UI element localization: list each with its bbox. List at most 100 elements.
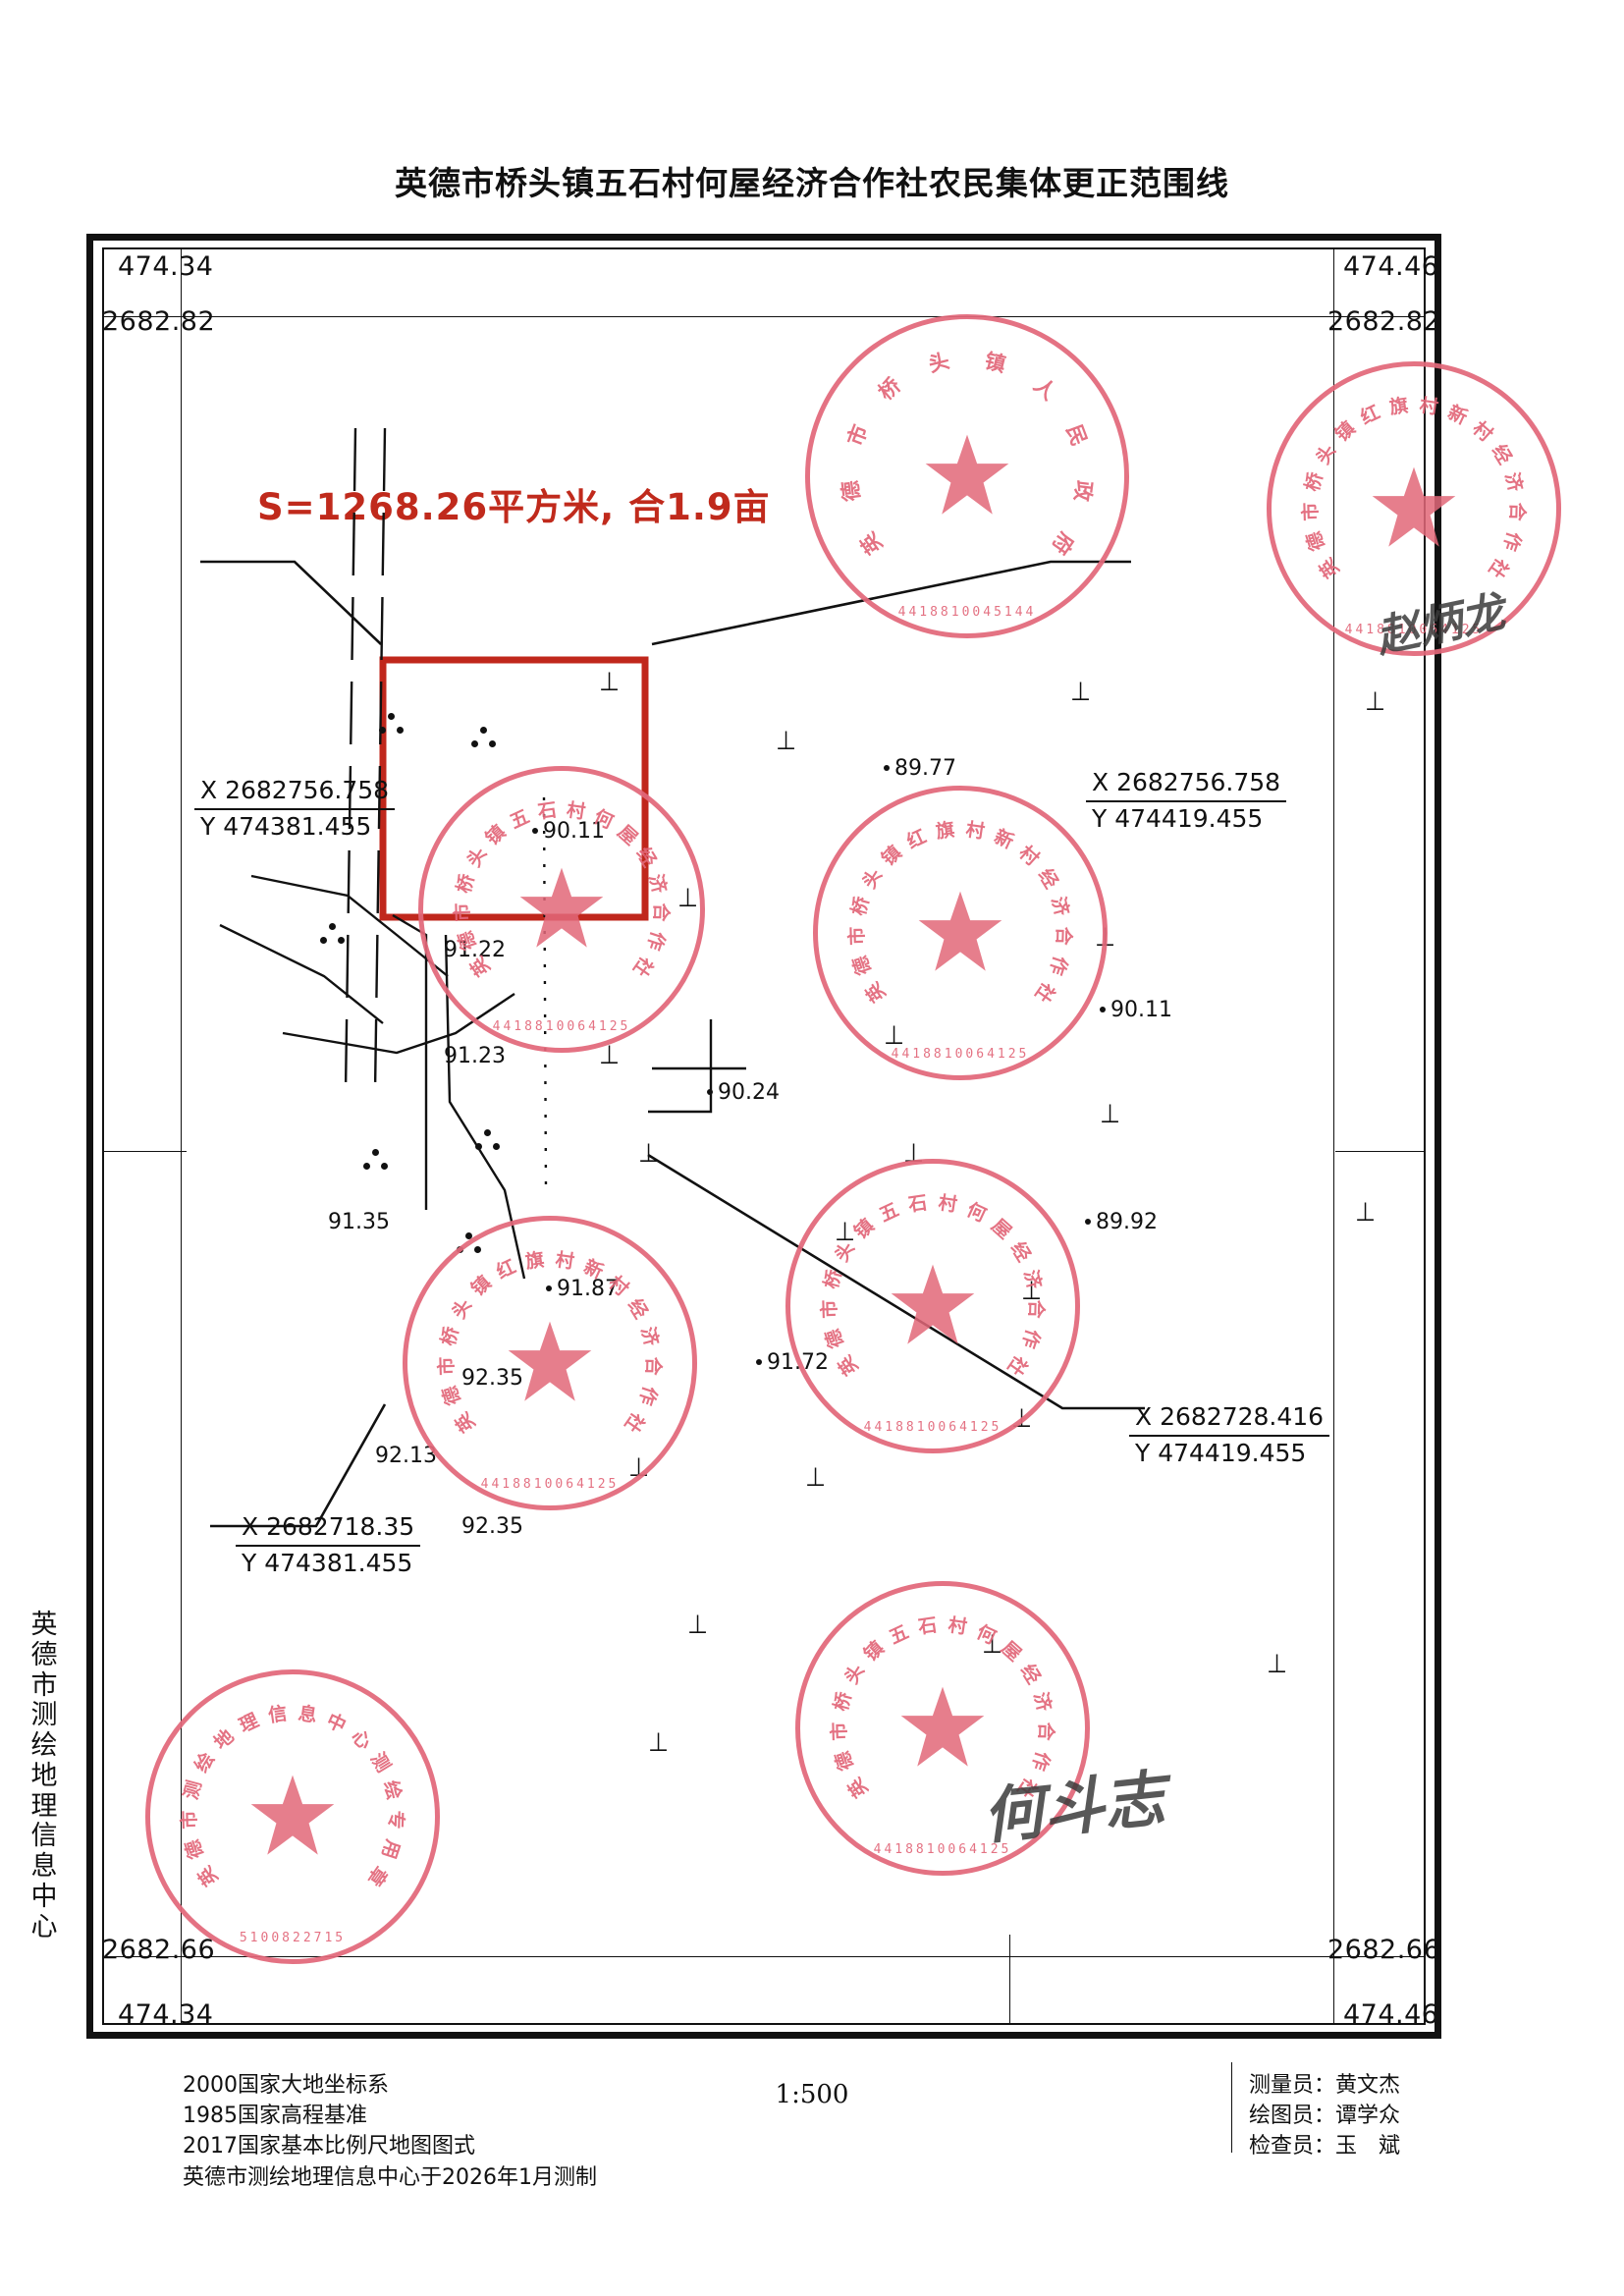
elevation-point-dot [1085, 1218, 1091, 1225]
coordinate-y: Y 474419.455 [1086, 799, 1287, 835]
margin-label-char: 德 [30, 1639, 58, 1670]
leader-sw [210, 1403, 387, 1528]
field-line-d [219, 923, 384, 1024]
field-line-c [250, 874, 449, 977]
elevation-point-dot [707, 1088, 713, 1095]
corner-label-top-right-x: 2682.82 [1327, 306, 1441, 337]
leader-se [647, 1153, 1145, 1410]
elevation-value: 90.11 [1110, 998, 1172, 1022]
graticule-line-left [181, 247, 182, 2025]
elevation-value: 92.13 [375, 1444, 437, 1468]
graticule-line-bottom [102, 1956, 1426, 1957]
coordinate-x: X 2682728.416 [1135, 1402, 1325, 1431]
survey-mark-symbol [475, 1129, 501, 1153]
vegetation-symbol: ⊥ [638, 1137, 659, 1169]
elevation-value: 90.24 [718, 1080, 780, 1105]
survey-mark-symbol [379, 713, 405, 737]
graticule-line-right [1333, 247, 1334, 2025]
margin-label-char: 市 [30, 1669, 58, 1701]
vegetation-symbol: ⊥ [687, 1609, 708, 1640]
graticule-tick-right-mid [1335, 1151, 1426, 1152]
margin-label-char: 理 [30, 1790, 58, 1822]
margin-label-char: 测 [30, 1700, 58, 1731]
footer-spec-line: 英德市测绘地理信息中心于2026年1月测制 [183, 2164, 597, 2190]
field-line-b [373, 427, 387, 1093]
seal-code: 4418810064125 [891, 1047, 1030, 1062]
coordinate-y: Y 474419.455 [1129, 1434, 1330, 1469]
elevation-point-dot [884, 764, 890, 771]
coordinate-callout-se: X 2682728.416 Y 474419.455 [1129, 1402, 1330, 1469]
vegetation-symbol: ⊥ [1267, 1648, 1287, 1679]
field-line-a [344, 427, 357, 1093]
vegetation-symbol: ⊥ [1355, 1196, 1376, 1228]
elevation-value: 89.92 [1096, 1210, 1158, 1234]
vegetation-symbol: ⊥ [1365, 685, 1385, 717]
elevation-value: 91.35 [328, 1210, 390, 1234]
survey-mark-symbol [363, 1149, 389, 1173]
margin-label-char: 心 [30, 1911, 58, 1942]
spot-elevation: 92.13 [375, 1444, 437, 1468]
elevation-value: 89.77 [894, 756, 956, 781]
corner-label-bottom-left-y: 474.34 [118, 1999, 214, 2030]
spot-elevation: 90.24 [707, 1080, 780, 1105]
coordinate-x: X 2682756.758 [1092, 768, 1281, 796]
page-title: 英德市桥头镇五石村何屋经济合作社农民集体更正范围线 [395, 164, 1229, 202]
corner-label-top-left-x: 2682.82 [102, 306, 216, 337]
corner-label-top-right-y: 474.46 [1343, 251, 1439, 282]
corner-label-bottom-left-x: 2682.66 [102, 1935, 216, 1965]
graticule-tick-bottom-mid [1009, 1935, 1010, 2025]
corner-label-top-left-y: 474.34 [118, 251, 214, 282]
footer-spec-line: 2017国家基本比例尺地图图式 [183, 2134, 475, 2159]
seal-code: 4418810064125 [480, 1477, 620, 1492]
area-annotation: S=1268.26平方米, 合1.9亩 [257, 486, 771, 528]
survey-mark-symbol [320, 923, 346, 947]
footer-personnel-line: 检查员：玉 斌 [1249, 2134, 1401, 2159]
graticule-line-top [102, 316, 1426, 317]
margin-label-char: 息 [30, 1851, 58, 1883]
margin-label-char: 信 [30, 1821, 58, 1852]
vegetation-symbol: ⊥ [1100, 1098, 1120, 1129]
vegetation-symbol: ⊥ [1070, 676, 1091, 707]
spot-elevation: 91.35 [328, 1210, 390, 1234]
seal-code: 4418810064125 [1344, 623, 1484, 637]
footer-spec-line: 2000国家大地坐标系 [183, 2073, 389, 2098]
footer-personnel-line: 绘图员：谭学众 [1249, 2104, 1401, 2129]
graticule-tick-left-mid [102, 1151, 187, 1152]
seal-code: 5100822715 [239, 1931, 347, 1945]
elevation-value: 91.23 [444, 1044, 506, 1068]
survey-mark-symbol [471, 727, 497, 750]
seal-code: 4418810064125 [873, 1842, 1012, 1857]
coordinate-y: Y 474381.455 [194, 807, 396, 843]
vegetation-symbol: ⊥ [805, 1461, 826, 1493]
corner-label-bottom-right-y: 474.46 [1343, 1999, 1439, 2030]
seal-code: 4418810064125 [863, 1420, 1002, 1435]
coordinate-callout-ne: X 2682756.758 Y 474419.455 [1086, 768, 1287, 835]
vegetation-symbol: ⊥ [599, 666, 620, 697]
vegetation-symbol: ⊥ [599, 1039, 620, 1070]
field-line-i [648, 1019, 713, 1114]
map-scale-label: 1:500 [775, 2080, 849, 2109]
margin-label-char: 绘 [30, 1730, 58, 1762]
spot-elevation: 89.92 [1085, 1210, 1158, 1234]
elevation-point-dot [756, 1358, 762, 1365]
footer-divider [1231, 2062, 1232, 2153]
coordinate-x: X 2682718.35 [242, 1512, 415, 1541]
vegetation-symbol: ⊥ [648, 1726, 669, 1758]
footer-personnel-line: 测量员：黄文杰 [1249, 2073, 1401, 2098]
spot-elevation: 91.23 [444, 1044, 506, 1068]
margin-label-char: 中 [30, 1881, 58, 1912]
seal-code: 4418810045144 [897, 605, 1037, 620]
seal-code: 4418810064125 [492, 1019, 631, 1034]
margin-vertical-label: 英德市测绘地理信息中心 [24, 1610, 65, 1942]
map-inner-neatline [102, 247, 1426, 2025]
field-line-f [392, 913, 428, 1210]
corner-label-bottom-right-x: 2682.66 [1327, 1935, 1441, 1965]
coordinate-y: Y 474381.455 [236, 1544, 421, 1579]
spot-elevation: 89.77 [884, 756, 956, 781]
